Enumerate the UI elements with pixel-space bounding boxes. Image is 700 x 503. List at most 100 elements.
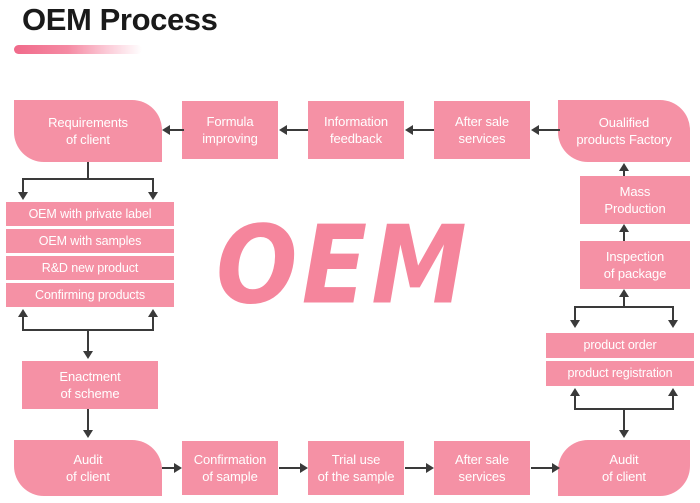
node-mass-production[interactable]: Mass Production <box>580 176 690 224</box>
connector-line <box>152 316 154 330</box>
node-label: OEM with private label <box>28 206 152 221</box>
connector-line <box>170 129 184 131</box>
node-label-line1: Oualified <box>598 114 650 130</box>
connector-line <box>152 178 154 194</box>
node-label: Formula improving <box>202 113 258 147</box>
connector-line <box>672 395 674 409</box>
node-label-line1: Enactment <box>59 368 121 384</box>
node-label-line1: Mass <box>619 183 651 199</box>
node-label-line1: Audit <box>73 451 103 467</box>
arrow-head-up <box>570 388 580 396</box>
arrow-head-up <box>18 309 28 317</box>
arrow-head-right <box>174 463 182 473</box>
connector-line <box>672 306 674 322</box>
arrow-head-down <box>570 320 580 328</box>
node-label-line1: Audit <box>609 451 639 467</box>
node-label-line1: Formula <box>206 113 254 129</box>
node-oem-with-samples[interactable]: OEM with samples <box>6 229 174 253</box>
node-label-line1: Trial use <box>331 451 381 467</box>
node-label-line1: Inspection <box>605 248 665 264</box>
node-label-line2: Production <box>604 201 666 216</box>
node-rd-new-product[interactable]: R&D new product <box>6 256 174 280</box>
node-label-line2: of client <box>602 469 646 484</box>
arrow-head-left <box>531 125 539 135</box>
node-label-line1: Information <box>324 113 388 129</box>
node-label: Requirements of client <box>48 114 128 148</box>
node-label-line2: feedback <box>330 131 382 146</box>
node-formula-improving[interactable]: Formula improving <box>182 101 278 159</box>
arrow-head-right <box>552 463 560 473</box>
node-label: Confirming products <box>35 287 145 302</box>
node-after-sale-services-bottom[interactable]: After sale services <box>434 441 530 495</box>
connector-line <box>412 129 434 131</box>
connector-bracket-horizontal <box>574 306 674 308</box>
connector-line <box>623 295 625 307</box>
node-audit-of-client-right[interactable]: Audit of client <box>558 440 690 496</box>
connector-line <box>623 231 625 243</box>
connector-line <box>279 467 301 469</box>
connector-line <box>87 329 89 352</box>
node-label: product registration <box>567 366 673 381</box>
node-product-registration[interactable]: product registration <box>546 361 694 386</box>
node-label: Confirmation of sample <box>194 451 267 485</box>
node-label: Enactment of scheme <box>59 368 120 402</box>
node-label-line1: Confirmation <box>193 451 267 467</box>
node-oem-with-private-label[interactable]: OEM with private label <box>6 202 174 226</box>
node-label: After sale services <box>455 451 509 485</box>
node-label: product order <box>583 338 657 353</box>
node-label: Oualified products Factory <box>576 114 671 148</box>
arrow-head-down <box>619 430 629 438</box>
connector-line <box>574 395 576 409</box>
arrow-head-up <box>148 309 158 317</box>
connector-line <box>531 467 553 469</box>
connector-line <box>22 178 24 194</box>
node-trial-use-of-the-sample[interactable]: Trial use of the sample <box>308 441 404 495</box>
node-label: Audit of client <box>66 451 110 485</box>
arrow-head-down <box>18 192 28 200</box>
connector-line <box>405 467 427 469</box>
page-title: OEM Process <box>22 2 218 37</box>
arrow-head-up <box>619 289 629 297</box>
node-label: After sale services <box>455 113 509 147</box>
arrow-head-left <box>162 125 170 135</box>
node-audit-of-client-left[interactable]: Audit of client <box>14 440 162 496</box>
node-label-line2: of the sample <box>317 469 395 484</box>
arrow-head-left <box>279 125 287 135</box>
node-enactment-of-scheme[interactable]: Enactment of scheme <box>22 361 158 409</box>
connector-line <box>87 162 89 178</box>
node-label-line1: After sale <box>455 113 509 129</box>
title-underline-rule <box>14 45 142 54</box>
arrow-head-down <box>83 430 93 438</box>
node-confirming-products[interactable]: Confirming products <box>6 283 174 307</box>
node-requirements-of-client[interactable]: Requirements of client <box>14 100 162 162</box>
node-qualified-products-factory[interactable]: Oualified products Factory <box>558 100 690 162</box>
node-product-order[interactable]: product order <box>546 333 694 358</box>
arrow-head-down <box>148 192 158 200</box>
node-label: Mass Production <box>604 183 665 217</box>
oem-watermark: OEM <box>216 203 471 329</box>
connector-line <box>162 467 176 469</box>
node-label: Trial use of the sample <box>318 451 395 485</box>
connector-line <box>22 316 24 330</box>
node-label-line2: of scheme <box>60 386 120 401</box>
arrow-head-down <box>83 351 93 359</box>
node-label-line1: Requirements <box>48 114 128 130</box>
node-label: Information feedback <box>324 113 388 147</box>
node-label-line2: services <box>458 131 506 146</box>
node-label-line2: products Factory <box>576 132 672 147</box>
arrow-head-up <box>619 163 629 171</box>
node-label-line2: of sample <box>202 469 258 484</box>
connector-line <box>623 408 625 431</box>
node-after-sale-services-top[interactable]: After sale services <box>434 101 530 159</box>
node-confirmation-of-sample[interactable]: Confirmation of sample <box>182 441 278 495</box>
node-label: OEM with samples <box>38 233 142 248</box>
node-information-feedback[interactable]: Information feedback <box>308 101 404 159</box>
node-inspection-of-package[interactable]: Inspection of package <box>580 241 690 289</box>
node-label-line2: services <box>458 469 506 484</box>
node-label-line2: improving <box>202 131 258 146</box>
arrow-head-up <box>668 388 678 396</box>
node-label-line2: of package <box>603 266 667 281</box>
arrow-head-right <box>426 463 434 473</box>
node-label: Audit of client <box>602 451 646 485</box>
